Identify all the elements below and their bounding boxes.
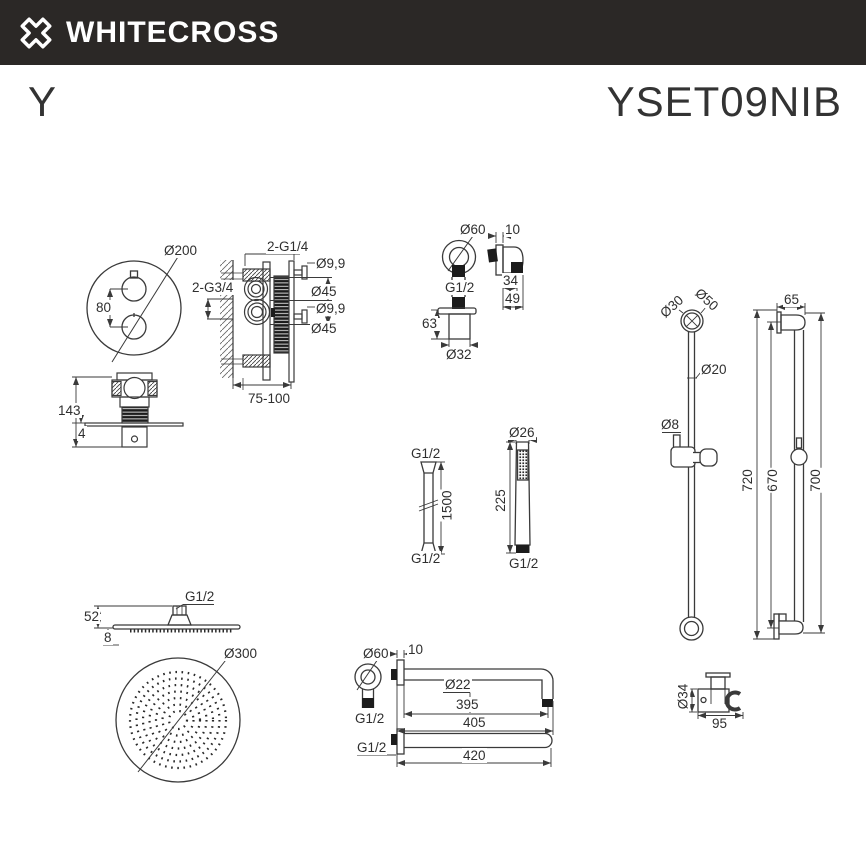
- dim-holder-d: Ø34: [675, 682, 691, 711]
- dim-elbow-body-d: Ø32: [445, 347, 473, 362]
- dim-handshower-length: 225: [492, 488, 508, 513]
- dim-bar-tube-d: Ø20: [700, 362, 728, 377]
- brand-name: WHITECROSS: [66, 15, 280, 49]
- handshower-view: [506, 436, 537, 554]
- dim-handle-stem-top: Ø9,9: [315, 256, 347, 271]
- mixer-side-view: [205, 253, 332, 390]
- dim-mixer-inlet-thread: 2-G1/4: [266, 239, 310, 254]
- dim-mixer-diameter: Ø200: [163, 243, 199, 258]
- arm-top-view: [357, 728, 553, 767]
- dim-elbow-thread: G1/2: [444, 280, 476, 295]
- showerhead-side-view: [94, 604, 241, 646]
- dim-elbow-flange-d: Ø60: [459, 222, 487, 237]
- dim-head-mount-height: 52: [83, 609, 101, 624]
- dim-elbow-body-height: 63: [421, 316, 439, 331]
- slidebar-front-view: [662, 299, 718, 641]
- whitecross-x-logo-icon: [20, 17, 52, 48]
- dim-arm-length-total: 405: [462, 715, 487, 730]
- dim-handle-stem-bottom: Ø9,9: [315, 301, 347, 316]
- dim-hose-bottom-thread: G1/2: [410, 551, 442, 566]
- elbow-front-view: [431, 235, 478, 351]
- slidebar-side-view: [753, 303, 825, 640]
- dim-bar-height-total: 720: [739, 468, 755, 493]
- dim-mixer-plate-thickness: 4: [77, 426, 87, 441]
- model-number: YSET09NIB: [606, 78, 842, 125]
- dim-hose-length: 1500: [439, 489, 455, 522]
- dim-elbow-total-depth: 49: [504, 291, 522, 306]
- header-bar: WHITECROSS: [0, 0, 866, 65]
- dim-mixer-outlet-thread: 2-G3/4: [191, 280, 235, 295]
- holder-top-view: [689, 672, 744, 719]
- dim-head-thread: G1/2: [184, 589, 216, 604]
- dim-hose-top-thread: G1/2: [410, 446, 442, 461]
- dim-head-d: Ø300: [223, 646, 259, 661]
- dim-handshower-thread: G1/2: [508, 556, 540, 571]
- dim-mixer-install-depth: 75-100: [247, 391, 292, 406]
- dim-mixer-body-height: 143: [57, 403, 82, 418]
- dim-bar-holder-pin-d: Ø8: [660, 417, 681, 432]
- dim-holder-width: 95: [711, 716, 729, 731]
- hose-view: [418, 461, 445, 555]
- dim-bar-wall-offset: 65: [783, 292, 801, 307]
- dim-head-edge-thickness: 8: [103, 630, 113, 645]
- dim-arm-length-top: 420: [462, 748, 487, 763]
- dim-arm-flange-depth: 10: [407, 642, 425, 657]
- arm-front-view: [354, 658, 382, 708]
- dim-handle-trim-top: Ø45: [310, 284, 338, 299]
- dim-arm-thread-front: G1/2: [354, 711, 386, 726]
- dim-arm-flange-d: Ø60: [362, 646, 390, 661]
- showerhead-front-view: [115, 655, 241, 783]
- dim-bar-height-outer: 700: [807, 468, 823, 493]
- dim-arm-tube-d: Ø22: [444, 677, 472, 692]
- dim-mixer-handle-spacing: 80: [95, 300, 113, 315]
- dim-elbow-depth-top: 10: [504, 222, 522, 237]
- dim-handle-trim-bottom: Ø45: [310, 321, 338, 336]
- elbow-side-view: [487, 232, 524, 310]
- series-title: Y: [28, 78, 57, 125]
- mixer-top-view: [72, 372, 184, 448]
- dim-bar-height-tube: 670: [764, 468, 780, 493]
- dim-elbow-outlet-offset: 34: [502, 273, 520, 288]
- dim-handshower-d: Ø26: [508, 425, 536, 440]
- dim-arm-length-tube: 395: [455, 697, 480, 712]
- dim-arm-thread-top: G1/2: [356, 740, 388, 755]
